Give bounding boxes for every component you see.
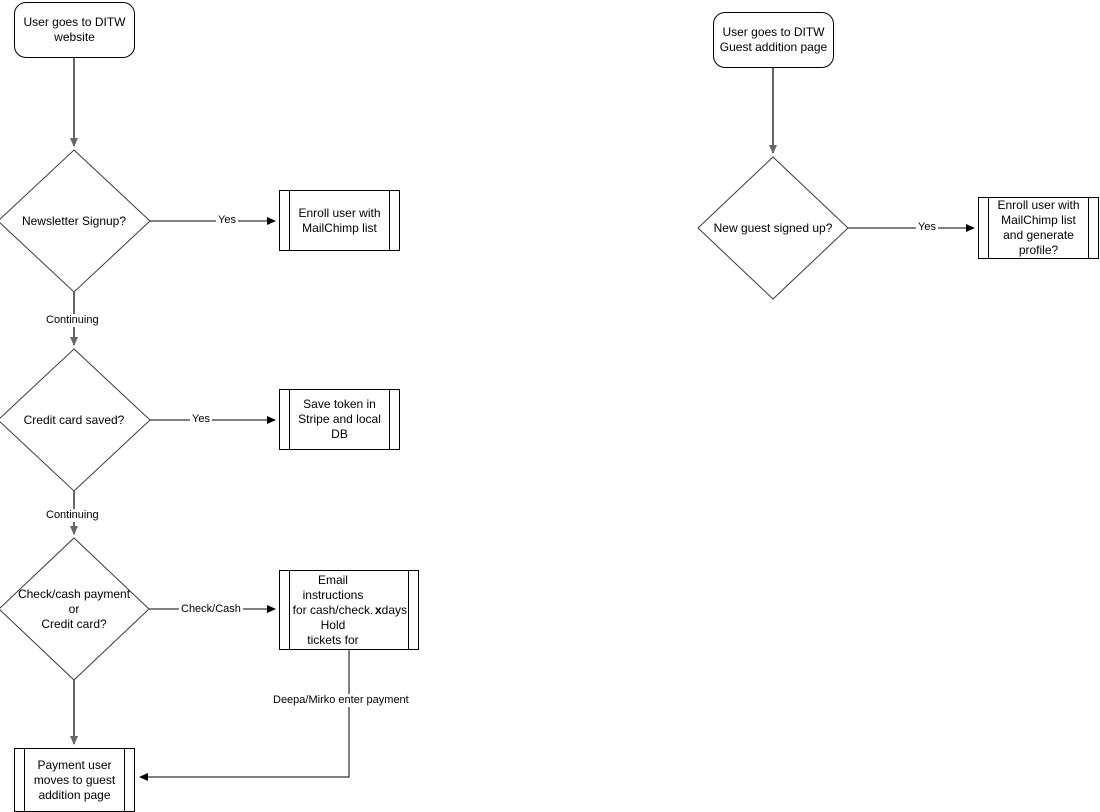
process-bar-right [408,571,409,649]
edge-label-deepa-mirko: Deepa/Mirko enter payment [271,694,411,707]
node-enroll-mailchimp-profile[interactable]: Enroll user with MailChimp list and gene… [978,197,1099,259]
node-payment-user-moves-label: Payment user moves to guest addition pag… [33,757,116,802]
process-bar-right [1088,198,1089,258]
diamond-newsletter-signup [0,149,151,293]
node-enroll-mailchimp-profile-label: Enroll user with MailChimp list and gene… [997,198,1080,257]
diamond-new-guest-signed-up [697,156,849,300]
node-save-token[interactable]: Save token in Stripe and local DB [279,389,400,450]
node-start-guest-page-label: User goes to DITW Guest addition page [719,25,828,54]
node-email-instructions-label: Email instructions for cash/check. Hold … [291,571,407,649]
process-bar-right [124,749,125,811]
node-email-instructions-label-pre: Email instructions for cash/check. Hold … [292,572,374,647]
edge-email-to-payment-user [139,650,350,781]
process-bar-right [389,390,390,449]
edge-label-continuing-1: Continuing [44,314,101,327]
edge-label-newsletter-yes: Yes [216,214,238,227]
node-start-website[interactable]: User goes to DITW website [14,2,135,58]
node-email-instructions[interactable]: Email instructions for cash/check. Hold … [279,570,419,650]
node-save-token-label: Save token in Stripe and local DB [298,397,381,441]
process-bar-left [289,191,290,250]
node-start-website-label: User goes to DITW website [23,15,126,44]
node-enroll-mailchimp-label: Enroll user with MailChimp list [298,205,381,235]
node-enroll-mailchimp[interactable]: Enroll user with MailChimp list [279,190,400,251]
node-email-instructions-emphasis: x [374,602,382,617]
node-start-guest-page[interactable]: User goes to DITW Guest addition page [713,12,834,68]
diamond-payment-type [0,537,150,681]
node-email-instructions-label-post: days [381,602,407,617]
process-bar-left [289,571,290,649]
node-payment-user-moves[interactable]: Payment user moves to guest addition pag… [14,748,135,812]
process-bar-left [988,198,989,258]
edge-label-continuing-2: Continuing [44,509,101,522]
process-bar-left [24,749,25,811]
process-bar-left [289,390,290,449]
diamond-credit-card-saved [0,348,151,492]
process-bar-right [389,191,390,250]
edge-label-credit-yes: Yes [190,413,212,426]
edge-label-new-guest-yes: Yes [916,221,938,234]
edge-label-check-cash: Check/Cash [179,603,243,616]
